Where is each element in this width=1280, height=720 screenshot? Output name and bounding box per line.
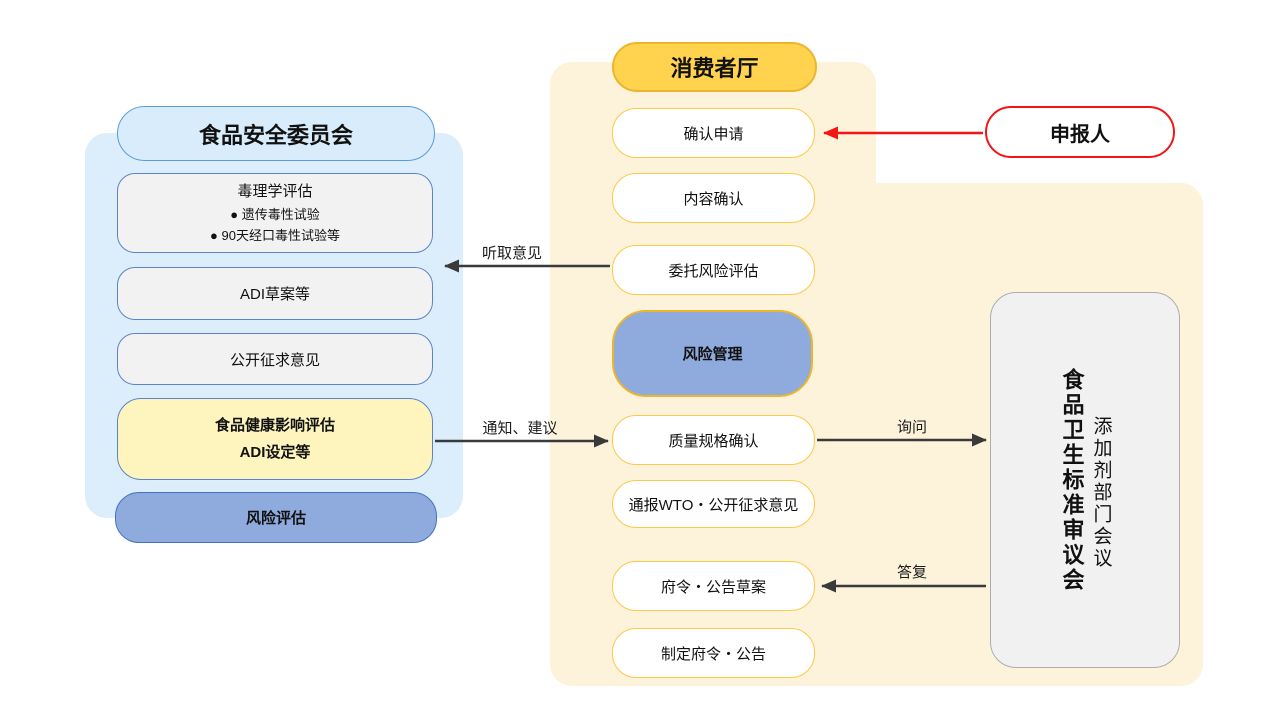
health-impact-evaluation-box: 食品健康影响评估 ADI设定等: [117, 398, 433, 480]
quality-spec-confirmation-box: 质量规格确认: [612, 415, 815, 465]
left-panel-title-label: 食品安全委员会: [198, 122, 353, 148]
confirm-application-label: 确认申请: [683, 125, 744, 143]
arrow-label-listen-opinions: 听取意见: [481, 245, 542, 262]
content-confirmation-label: 内容确认: [683, 190, 744, 208]
public-comment-label: 公开征求意见: [229, 351, 320, 369]
adi-draft-label: ADI草案等: [239, 286, 310, 303]
ordinance-draft-box: 府令・公告草案: [612, 561, 815, 611]
council-name-vertical: 食品卫生标准审议会: [1059, 367, 1085, 593]
risk-assessment-label: 风险评估: [245, 510, 306, 527]
quality-spec-confirmation-label: 质量规格确认: [668, 432, 759, 450]
declarant-label: 申报人: [1050, 123, 1110, 146]
risk-assessment-box: 风险评估: [115, 492, 437, 543]
health-impact-line1: 食品健康影响评估: [214, 417, 335, 434]
center-panel-title: 消费者厅: [612, 42, 817, 92]
risk-management-label: 风险管理: [682, 346, 743, 363]
ordinance-draft-label: 府令・公告草案: [660, 578, 766, 596]
content-confirmation-box: 内容确认: [612, 173, 815, 223]
left-panel-title: 食品安全委员会: [117, 106, 435, 161]
toxicology-bullet-genetic: ● 遗传毒性试验: [230, 207, 320, 223]
entrust-risk-assessment-box: 委托风险评估: [612, 245, 815, 295]
center-panel-title-label: 消费者厅: [670, 56, 759, 81]
arrow-label-notice-suggestions: 通知、建议: [482, 420, 558, 437]
health-impact-line2: ADI设定等: [239, 444, 311, 461]
wto-notification-label: 通报WTO・公开征求意见: [628, 496, 799, 514]
risk-management-box: 风险管理: [612, 310, 813, 397]
public-comment-box: 公开征求意见: [117, 333, 433, 385]
toxicology-bullet-oral: ● 90天经口毒性试验等: [210, 227, 340, 243]
ordinance-enactment-label: 制定府令・公告: [660, 645, 766, 663]
arrow-label-inquiry: 询问: [896, 419, 927, 436]
council-subcommittee-vertical: 添加剂部门会议: [1090, 416, 1112, 570]
ordinance-enactment-box: 制定府令・公告: [612, 628, 815, 678]
standards-council-box: 食品卫生标准审议会 添加剂部门会议: [990, 292, 1180, 668]
confirm-application-box: 确认申请: [612, 108, 815, 158]
declarant-box: 申报人: [985, 106, 1175, 158]
toxicology-title: 毒理学评估: [237, 183, 313, 201]
toxicology-evaluation-box: 毒理学评估 ● 遗传毒性试验 ● 90天经口毒性试验等: [117, 173, 433, 253]
wto-notification-box: 通报WTO・公开征求意见: [612, 480, 815, 528]
adi-draft-box: ADI草案等: [117, 267, 433, 320]
entrust-risk-assessment-label: 委托风险评估: [668, 262, 759, 280]
arrow-label-reply: 答复: [896, 564, 927, 581]
